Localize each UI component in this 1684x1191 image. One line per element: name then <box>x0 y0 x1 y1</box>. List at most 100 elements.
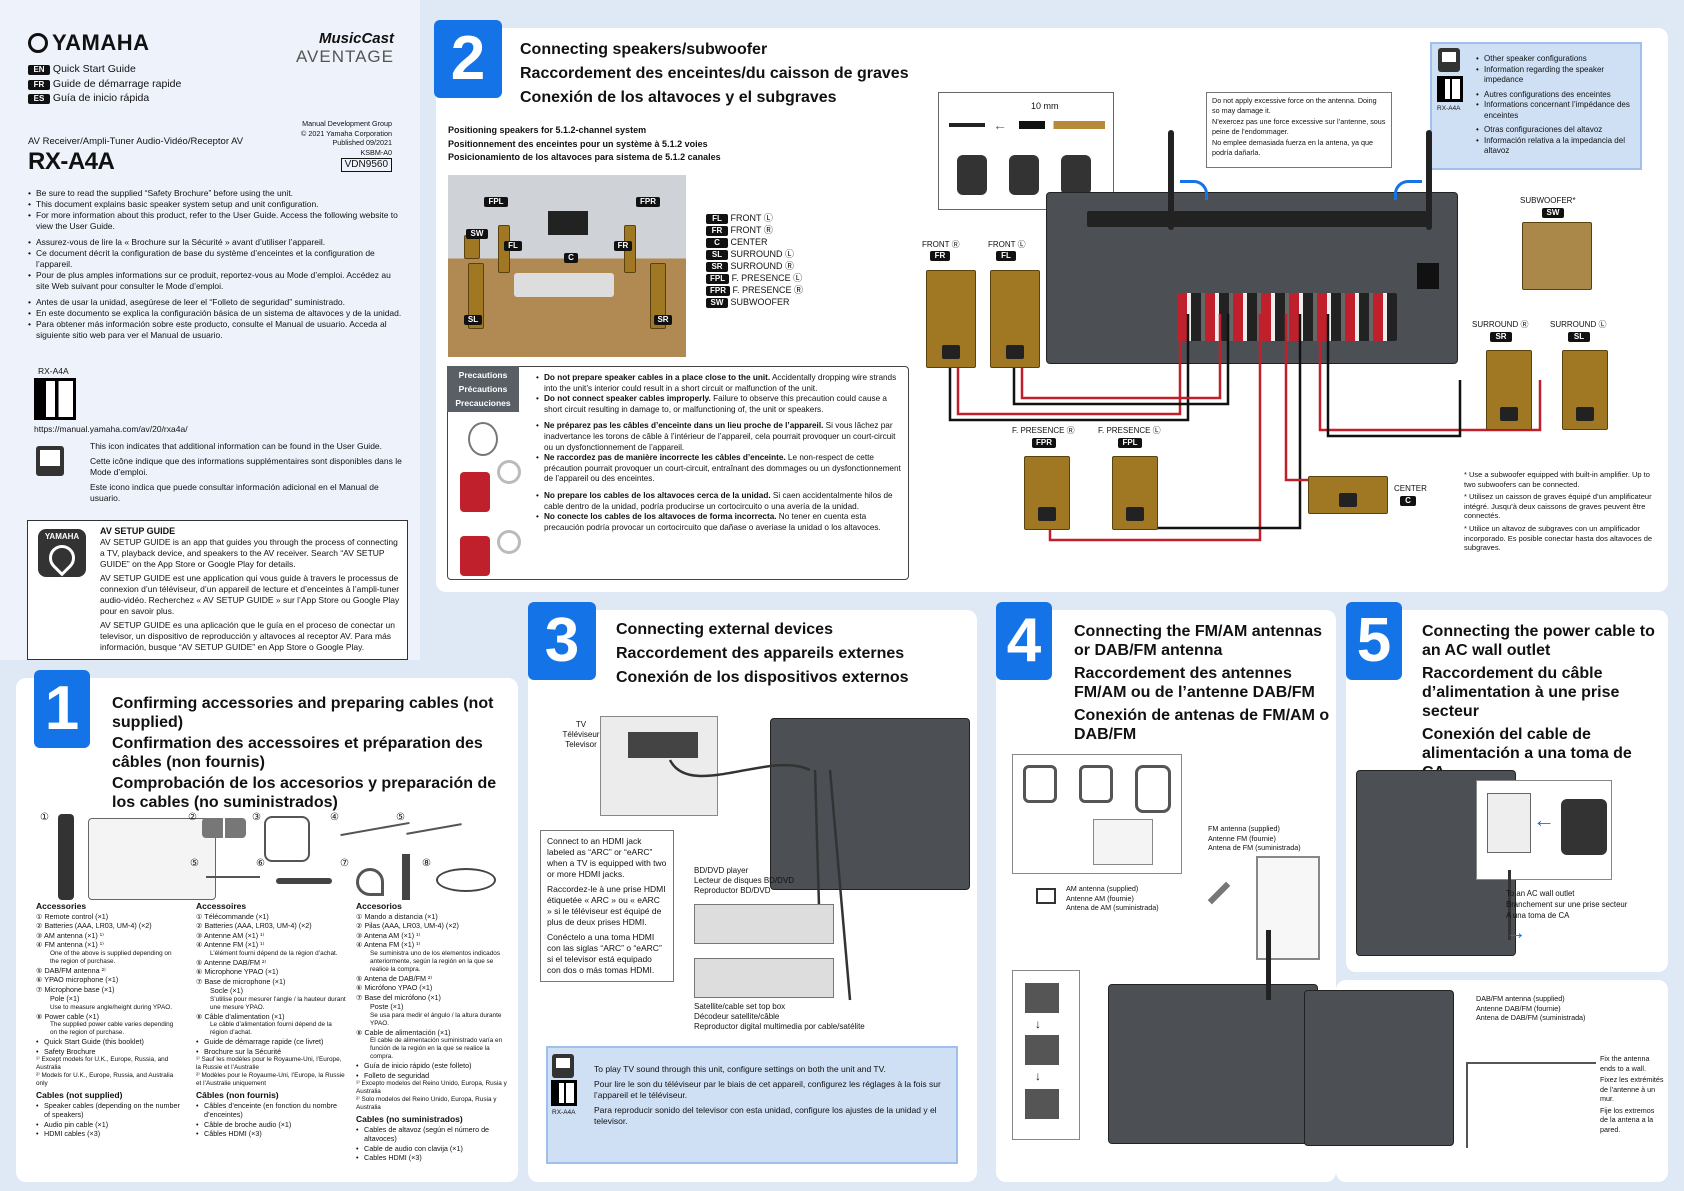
legend-item: C CENTER <box>706 236 803 248</box>
user-guide-book-icon <box>552 1054 574 1078</box>
antenna-note: Do not apply excessive force on the ante… <box>1206 92 1392 168</box>
prohibited-icon <box>497 530 521 554</box>
lang-en: EN Quick Start Guide <box>28 62 181 77</box>
outlet-box: ← <box>1476 780 1612 880</box>
section-2-number: 2 <box>434 20 502 98</box>
wireless-antenna <box>1266 930 1271 1000</box>
power-cable-icon <box>436 868 496 892</box>
speaker-legend: FL FRONT Ⓛ FR FRONT Ⓡ C CENTER SL SURROU… <box>706 212 803 308</box>
power-inlet <box>1417 263 1439 289</box>
terminal-knob-icon <box>1061 155 1091 195</box>
terminal-knob-icon <box>957 155 987 195</box>
dab-cable <box>1466 1062 1468 1148</box>
positioning-caption: Positioning speakers for 5.1.2-channel s… <box>448 125 721 162</box>
microphone-base-icon <box>356 868 384 896</box>
terminal-knob-icon <box>1009 155 1039 195</box>
am-antenna-icon <box>1135 765 1171 813</box>
tv-icon <box>548 211 588 235</box>
surround-right-speaker <box>1486 350 1532 430</box>
bd-player-icon <box>694 904 834 944</box>
pole-icon <box>402 854 410 900</box>
legend-item: SR SURROUND Ⓡ <box>706 260 803 272</box>
language-list: EN Quick Start Guide FR Guide de démarra… <box>28 62 181 106</box>
accessories-col-en: Accessories ① Remote control (×1)② Batte… <box>36 901 182 1139</box>
terminal-step-icon <box>1025 983 1059 1013</box>
user-guide-qr-code[interactable] <box>34 378 76 420</box>
wrench-icon <box>43 539 81 577</box>
curve-arrow-icon <box>1394 180 1422 200</box>
arrow-left-icon: ← <box>993 117 1007 133</box>
center-speaker <box>1308 476 1388 514</box>
intro-text: Be sure to read the supplied “Safety Bro… <box>28 188 406 341</box>
ypao-microphone-icon <box>276 878 332 884</box>
front-right-speaker <box>926 270 976 368</box>
power-cable-line <box>1508 870 1511 940</box>
tv-sound-box <box>546 1046 958 1164</box>
tv-sound-qr-code[interactable] <box>551 1080 577 1106</box>
receiver-rear-panel-dab <box>1304 990 1454 1146</box>
fix-antenna-note: Fix the antenna ends to a wall. Fixez le… <box>1600 1054 1664 1134</box>
section-4-number: 4 <box>996 602 1052 680</box>
lang-es: ES Guía de inicio rápida <box>28 91 181 106</box>
user-guide-book-icon <box>36 446 64 476</box>
yamaha-logo: YAMAHA <box>28 30 150 56</box>
av-setup-app-icon: YAMAHA <box>38 529 86 577</box>
battery-icon <box>202 818 246 838</box>
am-antenna-label: AM antenna (supplied)Antenne AM (fournie… <box>1066 884 1159 912</box>
stripped-cable-icon <box>1019 121 1105 129</box>
section-3-number: 3 <box>528 602 596 680</box>
legend-item: SW SUBWOOFER <box>706 296 803 308</box>
user-guide-book-icon <box>1438 48 1460 72</box>
wireless-antenna-right <box>1426 130 1432 230</box>
power-plug-icon <box>1561 799 1607 855</box>
subwoofer-speaker <box>1522 222 1592 290</box>
dab-fm-cable-icon <box>206 876 260 878</box>
terminal-step-icon <box>1025 1035 1059 1065</box>
accessories-col-es: Accesorios ① Mando a distancia (×1)② Pil… <box>356 901 508 1163</box>
subtitle: AV Receiver/Ampli-Tuner Audio-Vidéo/Rece… <box>28 136 244 147</box>
fm-antenna-label: FM antenna (supplied)Antenne FM (fournie… <box>1208 824 1301 852</box>
front-presence-right-speaker <box>1024 456 1070 530</box>
receiver-rear-panel-s4 <box>1108 984 1318 1144</box>
terminal-red-icon <box>460 472 490 512</box>
av-setup-guide-box: YAMAHA AV SETUP GUIDE AV SETUP GUIDE is … <box>27 520 408 660</box>
sofa-icon <box>514 273 614 297</box>
legend-item: FL FRONT Ⓛ <box>706 212 803 224</box>
front-left-speaker <box>990 270 1040 368</box>
legend-item: SL SURROUND Ⓛ <box>706 248 803 260</box>
room-illustration: FPL FPR SW FL C FR SL SR <box>448 175 686 357</box>
section-1-number: 1 <box>34 670 90 748</box>
hdmi-arc-note: Connect to an HDMI jack labeled as “ARC”… <box>540 830 674 982</box>
receiver-rear-panel <box>1046 192 1458 364</box>
tv-sound-text: To play TV sound through this unit, conf… <box>594 1064 941 1126</box>
am-antenna-icon <box>1079 765 1113 803</box>
cable-strands-icon <box>468 422 498 456</box>
accessories-col-fr: Accessoires ① Télécommande (×1)② Batteri… <box>196 901 346 1139</box>
speaker-info-box: RX-A4A Other speaker configurationsInfor… <box>1430 42 1642 170</box>
speaker-info-qr-code[interactable] <box>1437 76 1463 102</box>
product-logo: MusicCast AVENTAGE <box>295 30 394 66</box>
am-connector-icon <box>1036 888 1056 904</box>
legend-item: FPR F. PRESENCE Ⓡ <box>706 284 803 296</box>
base-click-icon <box>1093 819 1153 865</box>
icon-note: This icon indicates that additional info… <box>90 441 402 503</box>
section-5-number: 5 <box>1346 602 1402 680</box>
yamaha-emblem-icon <box>28 33 48 53</box>
surround-left-speaker <box>1562 350 1608 430</box>
am-antenna-icon <box>1023 765 1057 803</box>
antenna-terminal-steps: ↓ ↓ <box>1012 970 1080 1140</box>
section-1-card <box>16 678 518 1182</box>
arrow-down-icon: ↓ <box>1035 1069 1041 1083</box>
wall-outlet-icon <box>1487 793 1531 853</box>
wireless-antenna-left <box>1168 130 1174 230</box>
accessories-illustration: ① ② ③ ④ ⑤ ⑤ ⑥ ⑦ ⑧ <box>40 810 510 902</box>
cable-wire-icon <box>949 123 985 127</box>
user-guide-url[interactable]: https://manual.yamaha.com/av/20/rxa4a/ <box>34 424 188 434</box>
terminal-step-icon <box>1025 1089 1059 1119</box>
receiver-rear-panel-s3 <box>770 718 970 890</box>
